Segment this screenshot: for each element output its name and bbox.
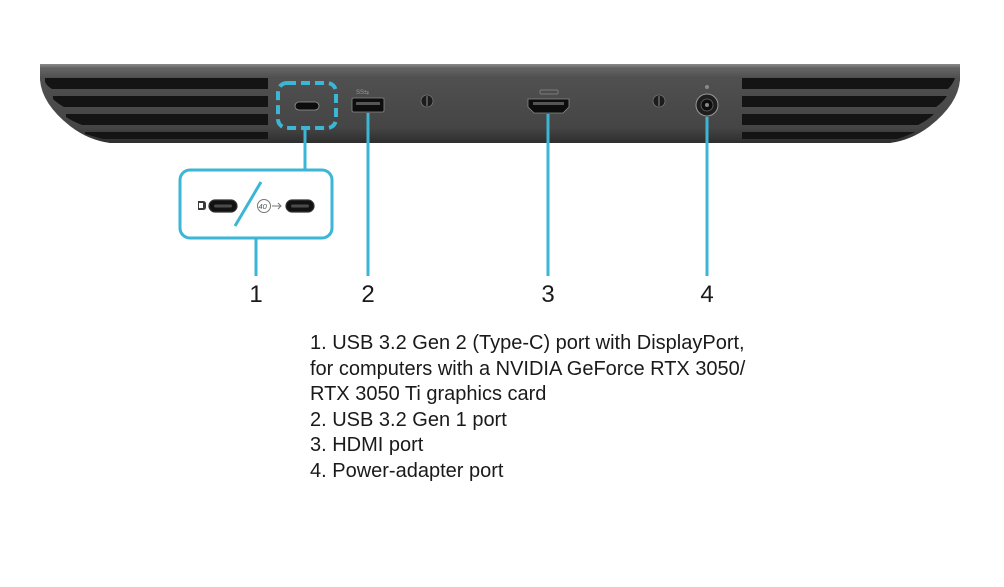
zoom-divider [233, 181, 263, 227]
power-adapter-port[interactable] [695, 93, 719, 117]
displayport-icon [198, 201, 206, 210]
power-dc-in-icon [705, 85, 709, 89]
callout-number-2: 2 [361, 281, 375, 308]
callout-number-4: 4 [700, 281, 714, 308]
svg-text:SS⇆: SS⇆ [356, 89, 369, 96]
screw-left [420, 94, 434, 108]
screw-right [652, 94, 666, 108]
usb-ss-icon: SS⇆ [356, 89, 369, 96]
hdmi-port[interactable] [527, 98, 570, 114]
callout-lines [254, 113, 709, 276]
port-legend: 1. USB 3.2 Gen 2 (Type-C) port with Disp… [310, 331, 750, 484]
usb-a-port[interactable] [351, 97, 385, 113]
left-vent [45, 78, 268, 139]
hdmi-icon [539, 89, 559, 95]
callout-number-3: 3 [541, 281, 555, 308]
callout-number-1: 1 [249, 281, 263, 308]
right-vent [742, 78, 955, 139]
legend-item-power: 4. Power-adapter port [310, 459, 504, 482]
legend-item-hdmi: 3. HDMI port [310, 434, 424, 456]
port-1-zoom-box: 40 [178, 168, 334, 240]
laptop-chassis [40, 64, 960, 143]
usb-40gbps-icon: 40 [257, 199, 282, 213]
legend-item-usb-a: 2. USB 3.2 Gen 1 port [310, 408, 507, 431]
usb-c-port[interactable] [294, 101, 320, 111]
legend-item-usb-c-displayport: 1. USB 3.2 Gen 2 (Type-C) port with Disp… [310, 332, 746, 405]
svg-text:40: 40 [259, 202, 268, 211]
usb-c-port-highlight [276, 81, 338, 130]
